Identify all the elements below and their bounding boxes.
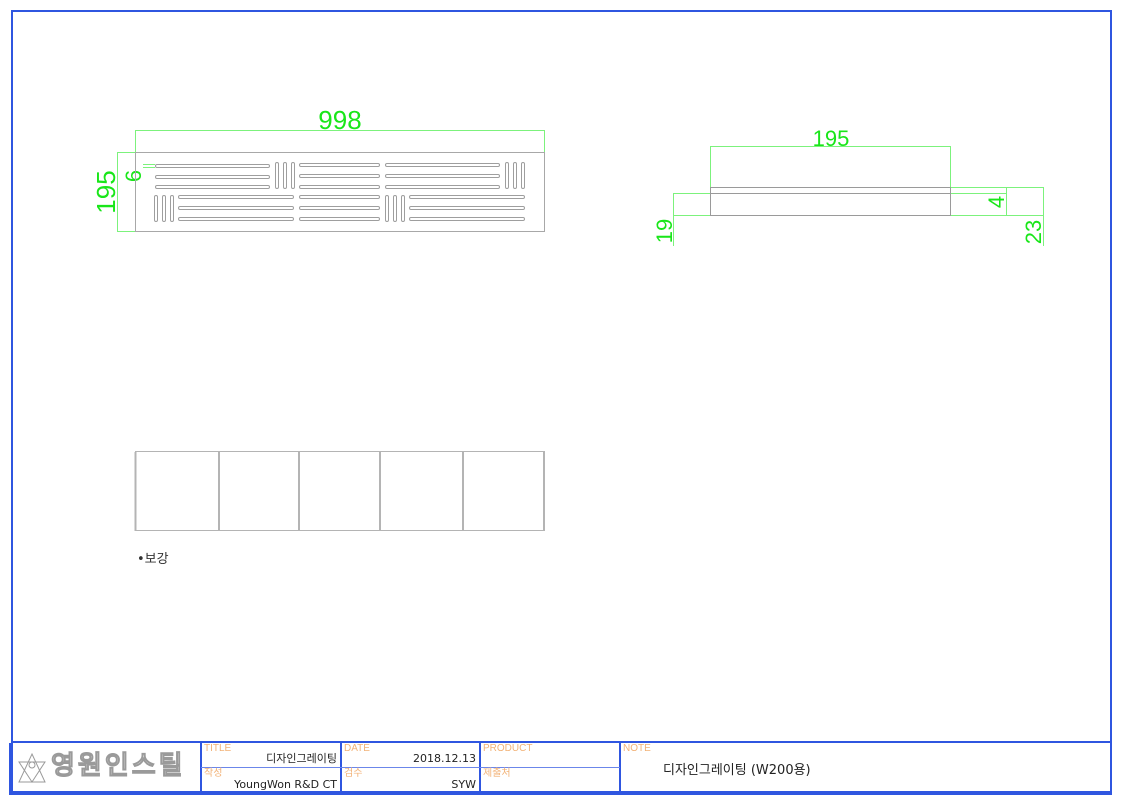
title-block-border-left	[9, 743, 11, 793]
product-label: PRODUCT	[483, 743, 533, 754]
top-view: 998 195 6	[91, 105, 545, 232]
author-value: YoungWon R&D CT	[234, 778, 337, 791]
inspector-value: SYW	[451, 778, 476, 791]
submit-to-cell: 제출처	[481, 768, 619, 793]
title-block-border-right	[1110, 743, 1112, 793]
date-label: DATE	[344, 743, 370, 754]
reinforcement-note: •보강	[137, 552, 169, 567]
date-value: 2018.12.13	[413, 752, 476, 765]
company-logo: 영원인스틸	[11, 743, 200, 793]
title-value: 디자인그레이팅	[266, 752, 337, 765]
product-cell: PRODUCT	[481, 743, 619, 767]
triangle-emblem-icon	[18, 752, 46, 783]
dimension-195-label: 195	[91, 170, 121, 213]
author-label: 작성	[204, 768, 223, 779]
side-dimension-4-label: 4	[984, 196, 1009, 208]
dimension-998-label: 998	[318, 105, 361, 135]
company-name: 영원인스틸	[51, 751, 186, 782]
grating-plate-outline	[135, 152, 545, 232]
date-cell: DATE 2018.12.13	[342, 743, 479, 767]
inspector-label: 검수	[344, 768, 363, 779]
note-cell: NOTE 디자인그레이팅 (W200용)	[621, 743, 1110, 793]
title-cell: TITLE 디자인그레이팅	[202, 743, 340, 767]
title-block-row-divider	[201, 767, 620, 768]
side-profile-outline	[710, 187, 951, 216]
title-block-divider	[479, 743, 481, 793]
side-dimension-19-label: 19	[652, 219, 677, 243]
title-label: TITLE	[204, 743, 232, 754]
title-block-divider	[619, 743, 621, 793]
title-block-divider	[200, 743, 202, 793]
dimension-998	[117, 130, 545, 232]
dimension-6-label: 6	[121, 170, 146, 182]
title-block-border-bottom	[9, 793, 1112, 795]
side-dimensions	[673, 146, 1044, 246]
side-dimension-195-label: 195	[813, 126, 850, 151]
side-view: 195 19 4 23	[652, 126, 1046, 246]
author-cell: 작성 YoungWon R&D CT	[202, 768, 340, 793]
submit-to-label: 제출처	[483, 768, 511, 779]
note-label: NOTE	[623, 743, 651, 754]
drawing-frame	[11, 10, 1112, 793]
reinforcement-view: •보강	[134, 451, 545, 567]
reinforcement-outline	[135, 451, 545, 531]
inspector-cell: 검수 SYW	[342, 768, 479, 793]
side-dimension-23-label: 23	[1021, 220, 1046, 244]
cad-drawing: 998 195 6	[91, 105, 1046, 567]
grating-slots	[154, 162, 525, 222]
title-block-divider	[340, 743, 342, 793]
note-value: 디자인그레이팅 (W200용)	[663, 763, 811, 778]
reinforcement-ribs	[218, 452, 545, 531]
title-block: 영원인스틸 TITLE 디자인그레이팅 작성 YoungWon R&D CT D…	[9, 741, 1112, 795]
